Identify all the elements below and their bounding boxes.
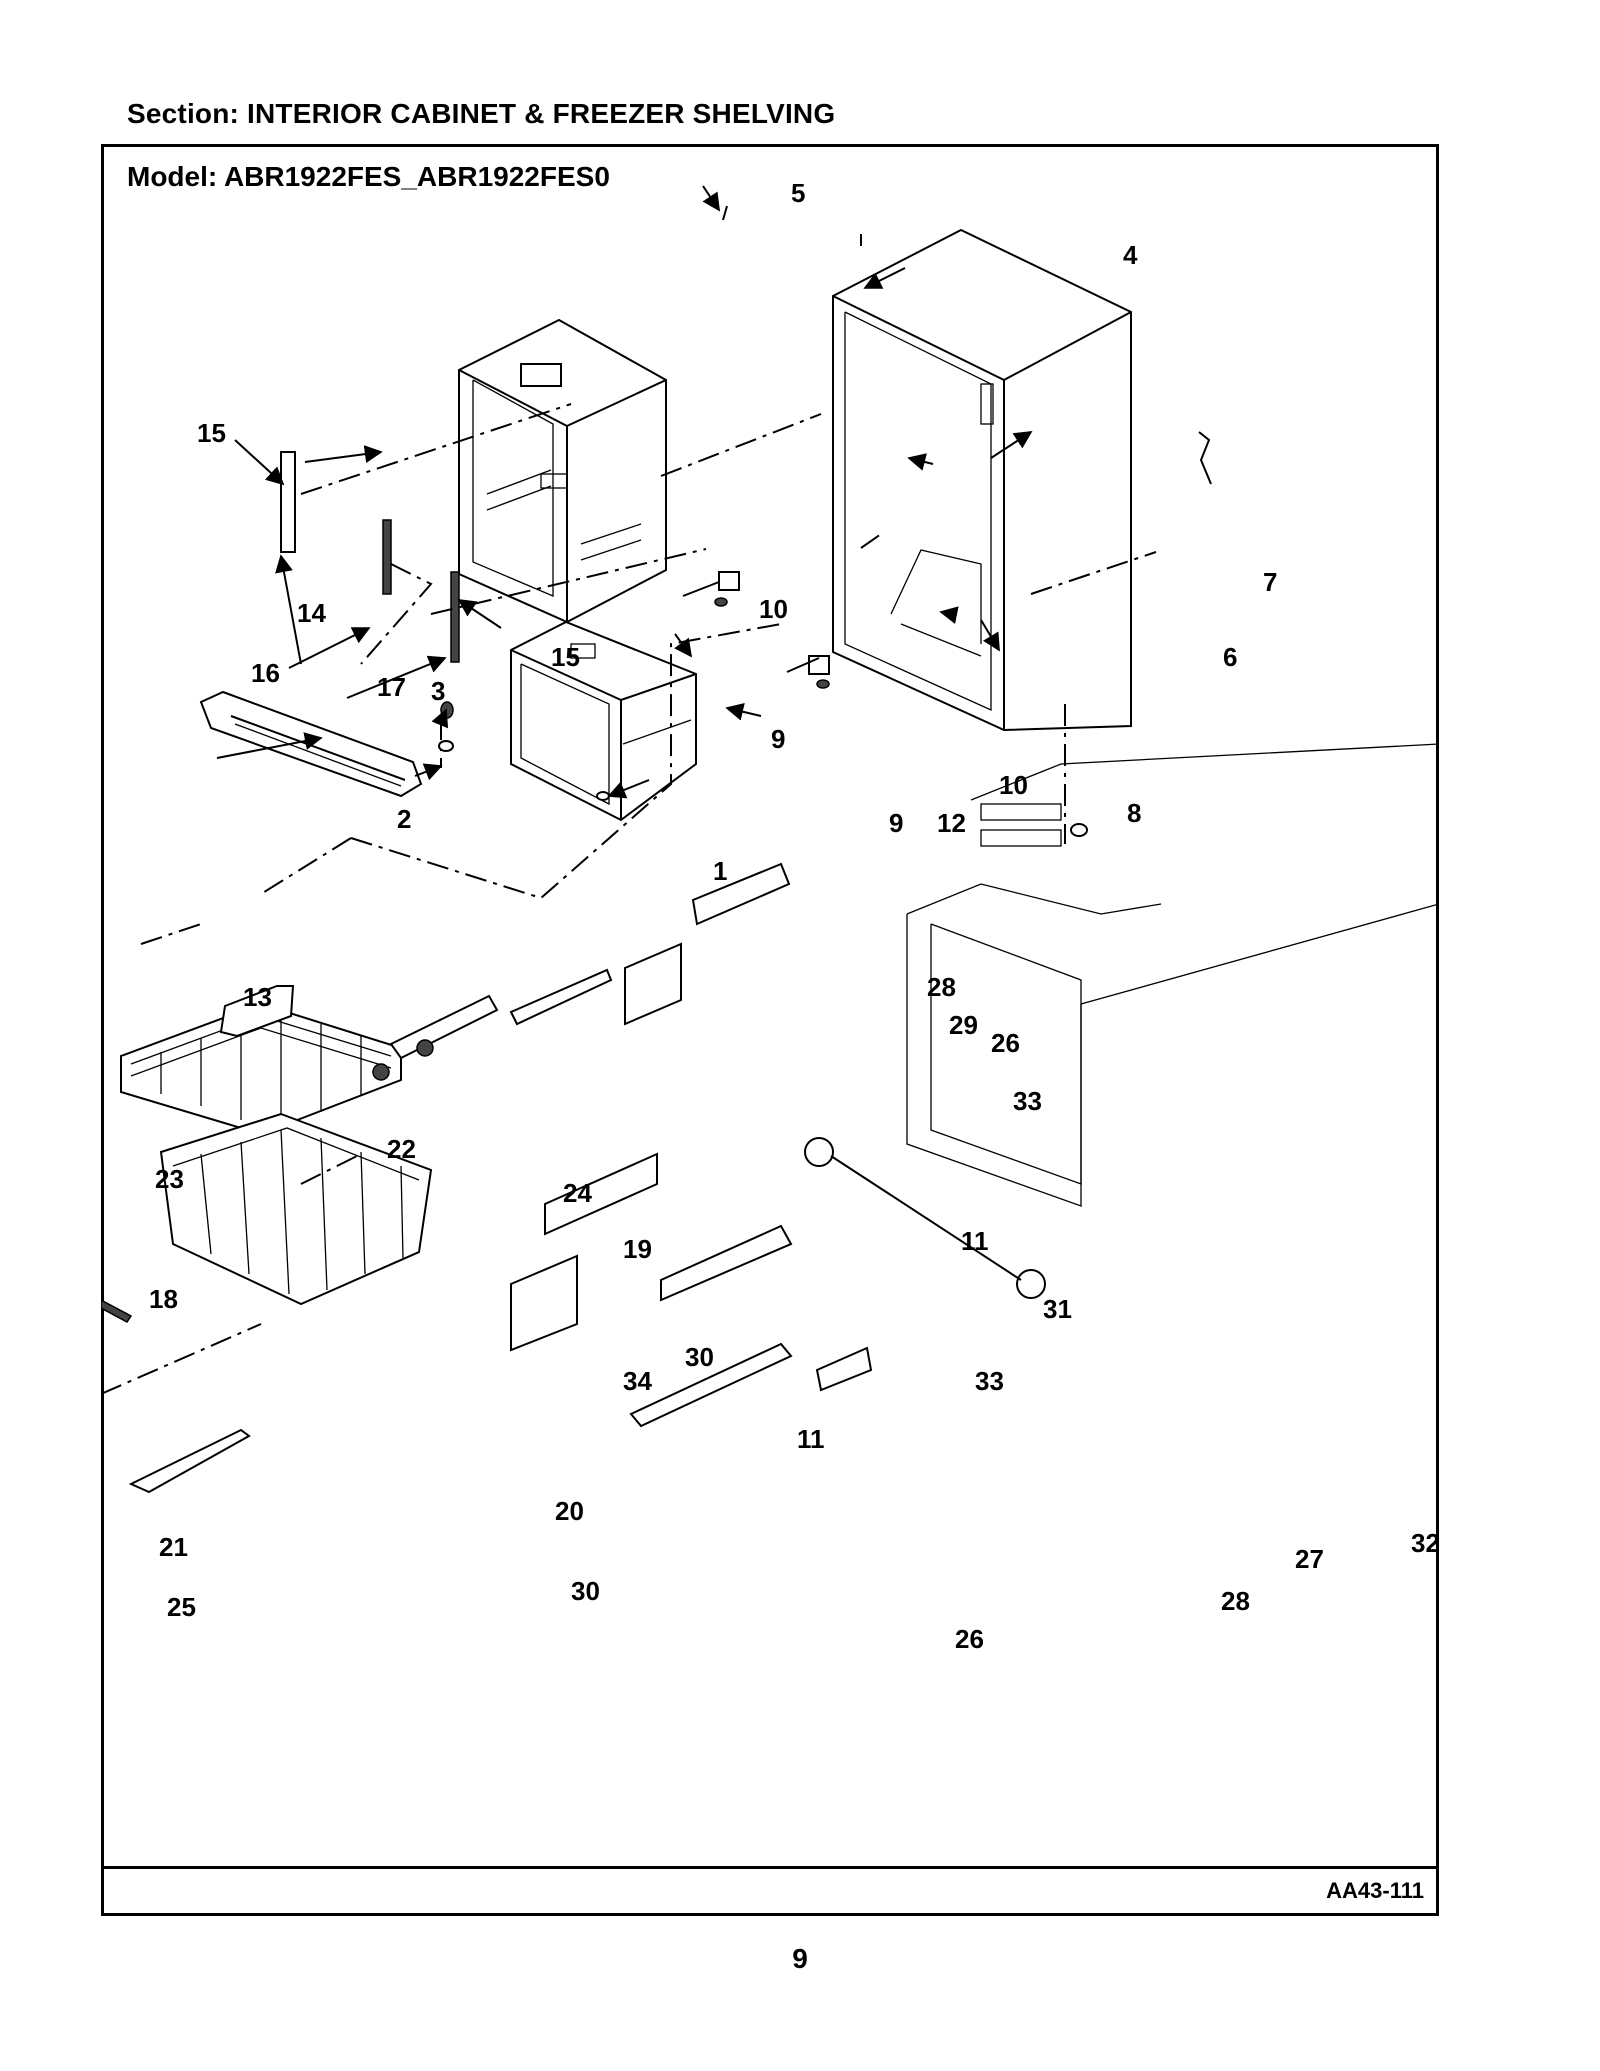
model-title: Model: ABR1922FES_ABR1922FES0 xyxy=(127,161,610,192)
callout-25: 25 xyxy=(167,1592,196,1622)
callout-30-b: 30 xyxy=(571,1576,600,1606)
callout-13: 13 xyxy=(243,982,272,1012)
callout-3: 3 xyxy=(431,676,445,706)
drawer-slide-assembly xyxy=(509,862,1046,1428)
callout-34: 34 xyxy=(623,1366,652,1396)
callout-30-a: 30 xyxy=(685,1342,714,1372)
callout-23: 23 xyxy=(155,1164,184,1194)
callout-2: 2 xyxy=(397,804,411,834)
callout-7: 7 xyxy=(1263,567,1277,597)
callout-11-a: 11 xyxy=(961,1226,989,1256)
section-title: Section: INTERIOR CABINET & FREEZER SHEL… xyxy=(127,98,836,129)
callout-11-b: 11 xyxy=(797,1424,825,1454)
callout-9-b: 9 xyxy=(889,808,903,838)
callout-21: 21 xyxy=(159,1532,188,1562)
callout-16: 16 xyxy=(251,658,280,688)
refrigerator-cabinet xyxy=(832,228,1132,732)
callout-10-b: 10 xyxy=(999,770,1028,800)
callout-14: 14 xyxy=(297,598,326,628)
leader-lines xyxy=(216,185,1033,799)
callout-15-a: 15 xyxy=(197,418,226,448)
callout-15-b: 15 xyxy=(551,642,580,672)
freezer-liner xyxy=(458,318,667,624)
callout-10-a: 10 xyxy=(759,594,788,624)
callout-17: 17 xyxy=(377,672,406,702)
callout-27: 27 xyxy=(1295,1544,1324,1574)
callout-32: 32 xyxy=(1411,1528,1439,1558)
freezer-rails xyxy=(280,451,460,663)
callout-12: 12 xyxy=(937,808,966,838)
freezer-bay xyxy=(906,743,1439,1207)
footer-rule xyxy=(101,1866,1439,1869)
page-number: 9 xyxy=(792,1943,808,1974)
callout-31: 31 xyxy=(1043,1294,1072,1324)
callout-6: 6 xyxy=(1223,642,1237,672)
callout-22: 22 xyxy=(387,1134,416,1164)
callout-4: 4 xyxy=(1123,240,1138,270)
freezer-compartment xyxy=(510,620,697,822)
callout-8: 8 xyxy=(1127,798,1141,828)
freezer-shelf-front xyxy=(199,690,423,798)
callout-24: 24 xyxy=(563,1178,592,1208)
diagram-frame xyxy=(101,144,1439,1916)
callout-26-b: 26 xyxy=(955,1624,984,1654)
exploded-parts-diagram: 5 4 15 7 14 10 15 6 16 17 3 9 10 2 8 9 1… xyxy=(101,178,1439,1654)
callout-5: 5 xyxy=(791,178,805,208)
callout-19: 19 xyxy=(623,1234,652,1264)
callout-33-b: 33 xyxy=(975,1366,1004,1396)
callout-1: 1 xyxy=(713,856,727,886)
callout-18: 18 xyxy=(149,1284,178,1314)
callout-28-b: 28 xyxy=(1221,1586,1250,1616)
basket-lower xyxy=(159,1112,433,1306)
callout-20: 20 xyxy=(555,1496,584,1526)
small-trays xyxy=(101,923,499,1494)
callout-33-a: 33 xyxy=(1013,1086,1042,1116)
callout-26-a: 26 xyxy=(991,1028,1020,1058)
callout-29: 29 xyxy=(949,1010,978,1040)
diagram-code: AA43-111 xyxy=(1326,1878,1424,1903)
callout-28-a: 28 xyxy=(927,972,956,1002)
callout-labels: 5 4 15 7 14 10 15 6 16 17 3 9 10 2 8 9 1… xyxy=(149,178,1439,1654)
callout-9-a: 9 xyxy=(771,724,785,754)
hardware-upper xyxy=(438,205,1212,837)
